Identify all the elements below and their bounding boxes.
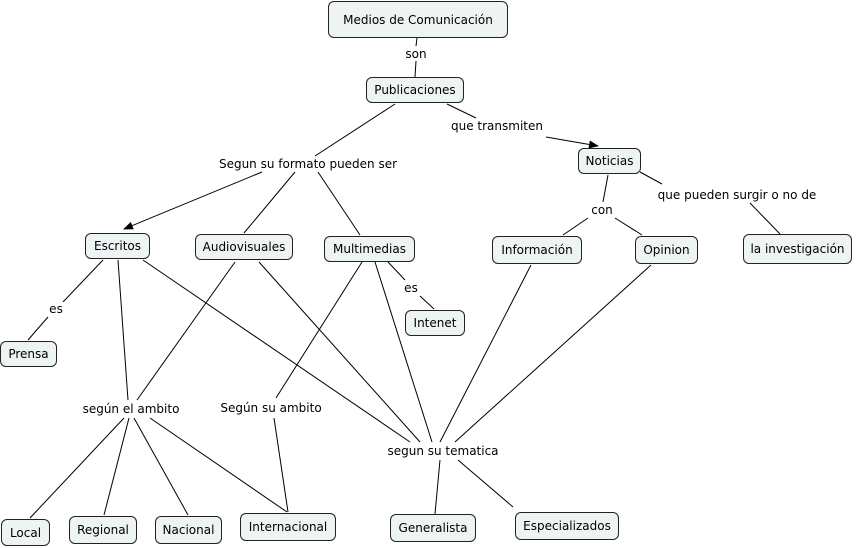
- connector-line: [602, 174, 609, 203]
- link-label-segun-su-formato: Segun su formato pueden ser: [216, 157, 400, 171]
- connector-line: [243, 171, 296, 234]
- connector-line: [446, 103, 477, 119]
- node-local[interactable]: Local: [1, 519, 50, 546]
- node-multimedias[interactable]: Multimedias: [324, 236, 415, 262]
- link-label-segun-su-tematica: segun su tematica: [385, 444, 501, 458]
- connector-line: [419, 295, 435, 310]
- connector-line: [29, 417, 125, 519]
- connector-line: [123, 171, 263, 230]
- link-label-es-intenet: es: [402, 281, 420, 295]
- link-label-es-prensa: es: [47, 302, 65, 316]
- node-regional[interactable]: Regional: [69, 516, 137, 544]
- connector-line: [258, 261, 421, 443]
- connector-line: [273, 417, 289, 513]
- node-publicaciones[interactable]: Publicaciones: [366, 77, 464, 103]
- link-label-segun-su-ambito: Según su ambito: [218, 401, 324, 415]
- node-escritos[interactable]: Escritos: [85, 233, 150, 259]
- connector-line: [454, 264, 652, 443]
- connector-line: [614, 217, 643, 236]
- connector-line: [749, 202, 781, 235]
- connector-line: [414, 60, 417, 78]
- link-label-que-pueden-surgir: que pueden surgir o no de: [655, 188, 819, 202]
- link-label-son: son: [403, 47, 429, 61]
- link-label-que-transmiten: que transmiten: [449, 119, 545, 133]
- link-label-segun-el-ambito: según el ambito: [80, 402, 182, 416]
- connector-line: [317, 171, 361, 236]
- node-prensa[interactable]: Prensa: [0, 341, 57, 367]
- connector-line: [62, 259, 104, 303]
- connector-line: [457, 459, 514, 508]
- node-audiovisuales[interactable]: Audiovisuales: [195, 234, 293, 260]
- node-opinion[interactable]: Opinion: [635, 236, 698, 264]
- node-intenet[interactable]: Intenet: [405, 310, 465, 336]
- connector-line: [639, 171, 663, 185]
- node-noticias[interactable]: Noticias: [578, 148, 641, 174]
- connector-line: [133, 417, 189, 516]
- node-nacional[interactable]: Nacional: [155, 516, 222, 544]
- connector-line: [103, 417, 130, 516]
- node-generalista[interactable]: Generalista: [390, 514, 476, 542]
- node-informacion[interactable]: Información: [492, 236, 582, 264]
- node-la-investigacion[interactable]: la investigación: [743, 234, 852, 264]
- connector-line: [387, 261, 406, 281]
- connector-line: [434, 459, 441, 515]
- connector-line: [275, 261, 363, 399]
- connector-line: [374, 261, 433, 443]
- connector-line: [149, 417, 288, 513]
- connector-line: [562, 217, 589, 236]
- node-especializados[interactable]: Especializados: [515, 512, 619, 540]
- connector-line: [117, 259, 129, 401]
- connector-line: [314, 103, 396, 157]
- connector-line: [439, 264, 532, 443]
- connector-line: [136, 261, 236, 401]
- connector-line: [545, 136, 599, 149]
- connector-line: [415, 37, 418, 47]
- node-internacional[interactable]: Internacional: [240, 513, 336, 541]
- node-medios-de-comunicacion[interactable]: Medios de Comunicación: [328, 1, 508, 38]
- link-label-con: con: [589, 203, 615, 217]
- connector-line: [142, 259, 411, 443]
- connector-line: [27, 316, 49, 341]
